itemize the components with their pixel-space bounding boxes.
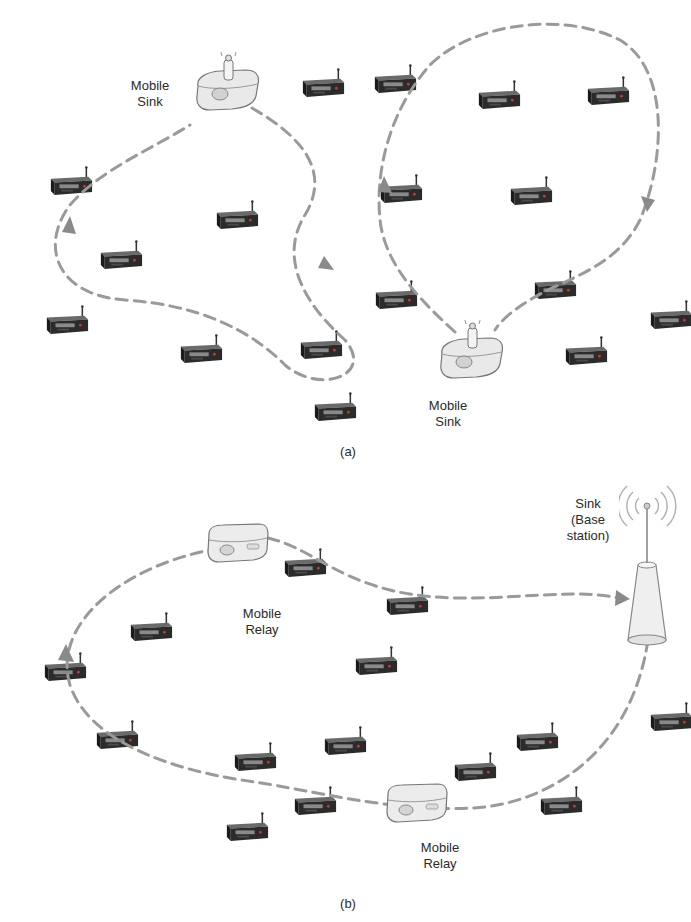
mobile-sink: [441, 317, 503, 378]
sensor-node: [131, 612, 172, 641]
device-label: Mobile Relay: [410, 840, 470, 872]
sensor-node: [651, 702, 691, 731]
sensor-node: [566, 336, 607, 365]
direction-arrow: [62, 176, 655, 270]
mobile-relay: [387, 784, 447, 822]
sensor-node: [47, 305, 88, 334]
relay-path: [67, 550, 648, 808]
sensor-node: [455, 752, 496, 781]
sink-path: [379, 24, 658, 332]
sensor-node: [181, 334, 222, 363]
device-label: Mobile Sink: [124, 78, 176, 110]
sensor-node: [303, 68, 344, 97]
relay-path: [268, 538, 618, 598]
base-station: [618, 486, 676, 645]
sensor-node: [325, 726, 366, 755]
sensor-node: [101, 240, 142, 269]
device-label: Mobile Relay: [232, 606, 292, 638]
sensor-node: [301, 330, 342, 359]
sensor-node: [217, 200, 258, 229]
sink-path: [55, 108, 353, 380]
sensor-node: [227, 812, 268, 841]
sensor-node: [315, 392, 356, 421]
sensor-node: [517, 722, 558, 751]
sensor-node: [356, 646, 397, 675]
sensor-node: [235, 742, 276, 771]
panel-caption: (b): [326, 896, 370, 912]
direction-arrow: [58, 590, 630, 662]
device-label: Mobile Sink: [422, 398, 474, 430]
panel-caption: (a): [326, 444, 370, 460]
device-label: Sink (Base station): [557, 496, 619, 544]
mobile-relay: [208, 524, 268, 562]
sensor-node: [97, 720, 138, 749]
sensor-node: [479, 80, 520, 109]
sensor-node: [541, 786, 582, 815]
sensor-node: [375, 64, 416, 93]
mobile-sink: [197, 49, 259, 110]
sensor-node: [511, 176, 552, 205]
sensor-node: [588, 76, 629, 105]
sensor-node: [651, 300, 691, 329]
